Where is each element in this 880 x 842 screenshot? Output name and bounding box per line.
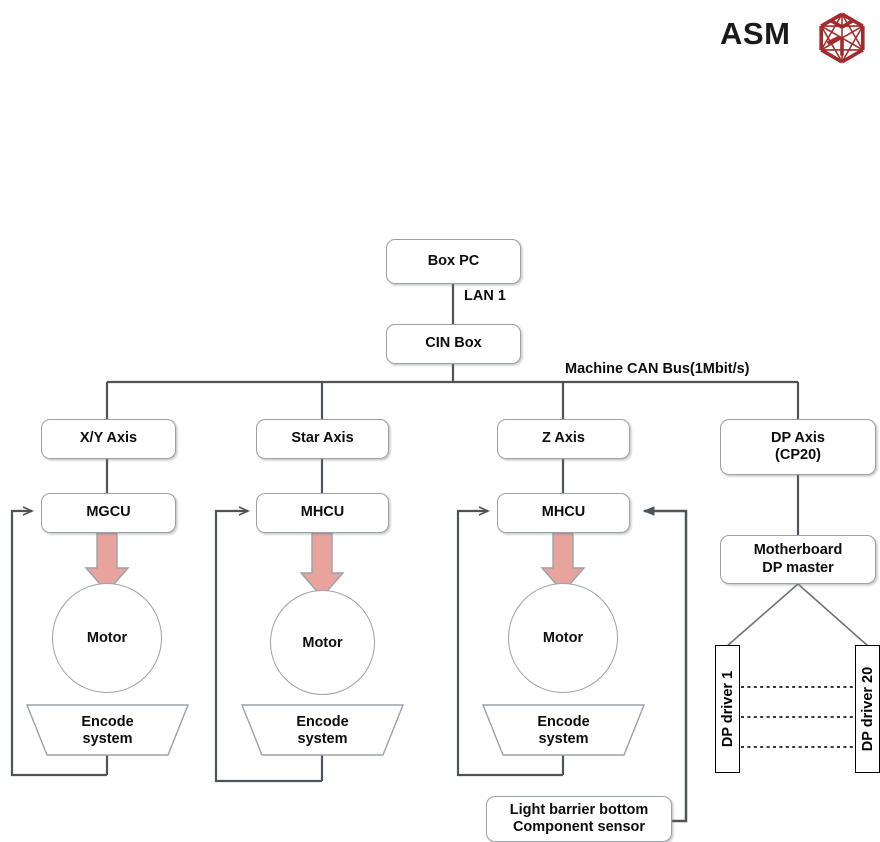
node-encoder-xy-label-line1: Encode: [81, 713, 134, 730]
node-cin-box[interactable]: CIN Box: [386, 324, 521, 364]
node-xy-axis-label: X/Y Axis: [79, 430, 138, 447]
node-mhcu-star[interactable]: MHCU: [256, 493, 389, 533]
node-motor-star-label: Motor: [302, 634, 343, 651]
node-z-axis[interactable]: Z Axis: [497, 419, 630, 459]
edge-label-lan1: LAN 1: [464, 288, 506, 304]
node-motherboard-label-line2: DP master: [762, 559, 834, 576]
node-encoder-xy[interactable]: Encode system: [26, 704, 189, 756]
node-dp-driver-20[interactable]: DP driver 20: [855, 645, 880, 773]
node-motor-z-label: Motor: [542, 630, 584, 646]
node-motherboard-dp-master[interactable]: Motherboard DP master: [720, 535, 876, 584]
brand-wordmark: ASM: [720, 16, 791, 51]
node-light-barrier-label-line2: Component sensor: [512, 819, 646, 835]
node-dp-driver-20-label: DP driver 20: [859, 666, 876, 752]
node-motor-star[interactable]: Motor: [270, 590, 375, 695]
node-encoder-star-label-line2: system: [297, 731, 348, 747]
edge-label-can-bus: Machine CAN Bus(1Mbit/s): [565, 361, 750, 377]
wire-motherboard-to-dpdriver1: [726, 583, 799, 647]
arrow-mhcu-to-motor-star: [299, 532, 345, 599]
node-mhcu-z-label: MHCU: [541, 504, 586, 521]
node-dp-axis-label-line1: DP Axis: [771, 429, 825, 446]
node-encoder-z-label-line1: Encode: [537, 713, 590, 730]
node-motor-z[interactable]: Motor: [508, 583, 618, 693]
node-z-axis-label: Z Axis: [542, 430, 585, 447]
node-dp-driver-1-label: DP driver 1: [719, 670, 736, 748]
wire-motherboard-to-dpdriver20: [797, 583, 869, 647]
node-encoder-xy-label-line2: system: [82, 731, 133, 747]
node-motherboard-label-line1: Motherboard: [753, 542, 843, 559]
node-mgcu-label: MGCU: [86, 504, 131, 521]
node-box-pc-label: Box PC: [427, 252, 480, 269]
node-xy-axis[interactable]: X/Y Axis: [41, 419, 176, 459]
asm-hexagon-logo-icon: [819, 12, 865, 64]
node-encoder-star[interactable]: Encode system: [241, 704, 404, 756]
node-box-pc[interactable]: Box PC: [386, 239, 521, 284]
node-dp-axis-label-line2: (CP20): [775, 447, 821, 463]
wire-lightbarrier-to-mhcu-z: [642, 506, 688, 823]
node-dp-axis[interactable]: DP Axis (CP20): [720, 419, 876, 475]
node-dp-driver-1[interactable]: DP driver 1: [715, 645, 740, 773]
node-mhcu-star-label: MHCU: [300, 504, 345, 521]
node-encoder-z-label-line2: system: [538, 731, 589, 747]
node-star-axis[interactable]: Star Axis: [256, 419, 389, 459]
node-motor-xy-label: Motor: [86, 630, 128, 646]
node-motor-xy[interactable]: Motor: [52, 583, 162, 693]
asm-logo: ASM: [720, 10, 870, 64]
node-light-barrier-label-line1: Light barrier bottom: [509, 801, 649, 818]
node-encoder-star-label-line1: Encode: [296, 713, 349, 730]
node-cin-box-label: CIN Box: [425, 335, 482, 352]
node-light-barrier-component-sensor[interactable]: Light barrier bottom Component sensor: [486, 796, 672, 842]
node-encoder-z[interactable]: Encode system: [482, 704, 645, 756]
node-mhcu-z[interactable]: MHCU: [497, 493, 630, 533]
node-mgcu[interactable]: MGCU: [41, 493, 176, 533]
node-star-axis-label: Star Axis: [291, 430, 354, 447]
